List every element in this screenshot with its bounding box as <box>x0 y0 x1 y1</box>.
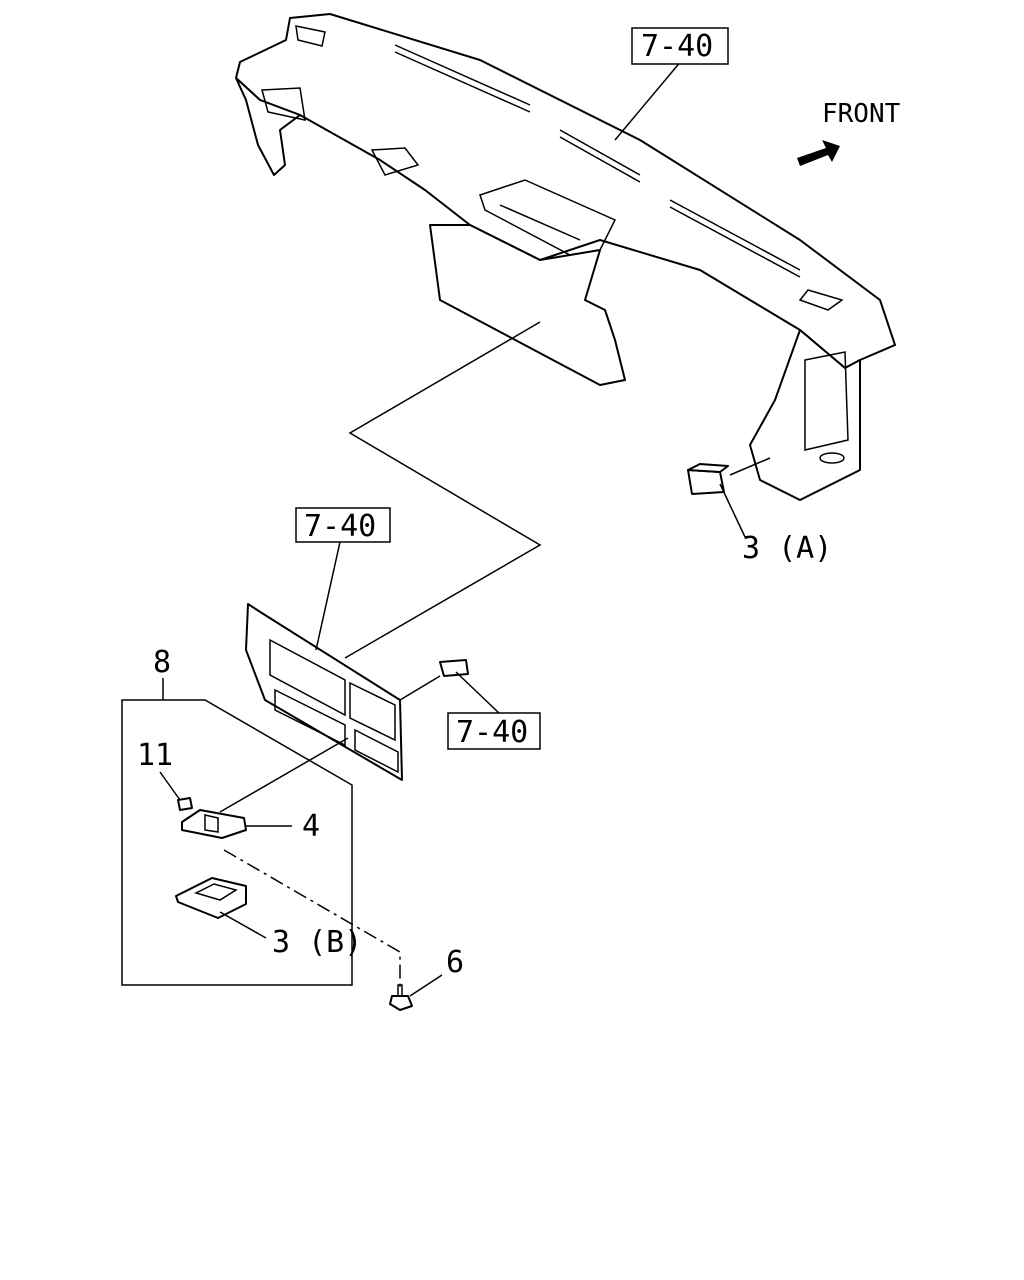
ref-label-cluster: 7-40 <box>304 509 376 544</box>
instrument-panel <box>235 13 896 501</box>
front-label: FRONT <box>822 99 901 129</box>
callout-screw: 6 <box>446 945 464 980</box>
callout-lamp-socket: 4 <box>302 809 320 844</box>
arrow-icon <box>797 140 840 166</box>
lamp-bulb: 11 <box>137 738 193 811</box>
screw: 6 <box>223 849 464 1011</box>
connector-line-panel <box>344 321 542 659</box>
ref-box-cluster: 7-40 <box>295 507 391 651</box>
callout-box-assembly: 8 <box>153 645 171 680</box>
callout-lamp-bulb: 11 <box>137 738 173 773</box>
ref-box-clip: 7-40 <box>447 712 541 750</box>
front-arrow: FRONT <box>797 99 901 166</box>
callout-tray-a: 3 (A) <box>742 531 832 566</box>
lamp-socket: 4 <box>181 737 349 844</box>
ref-box-panel: 7-40 <box>631 27 729 65</box>
callout-tray-b: 3 (B) <box>272 925 362 960</box>
center-cluster <box>245 603 403 781</box>
ref-label-panel: 7-40 <box>641 29 713 64</box>
ref-label-clip: 7-40 <box>456 715 528 750</box>
tray-a: 3 (A) <box>687 457 832 566</box>
assembly-box: 8 <box>121 645 353 986</box>
tray-b: 3 (B) <box>175 877 362 960</box>
clip <box>399 659 501 715</box>
